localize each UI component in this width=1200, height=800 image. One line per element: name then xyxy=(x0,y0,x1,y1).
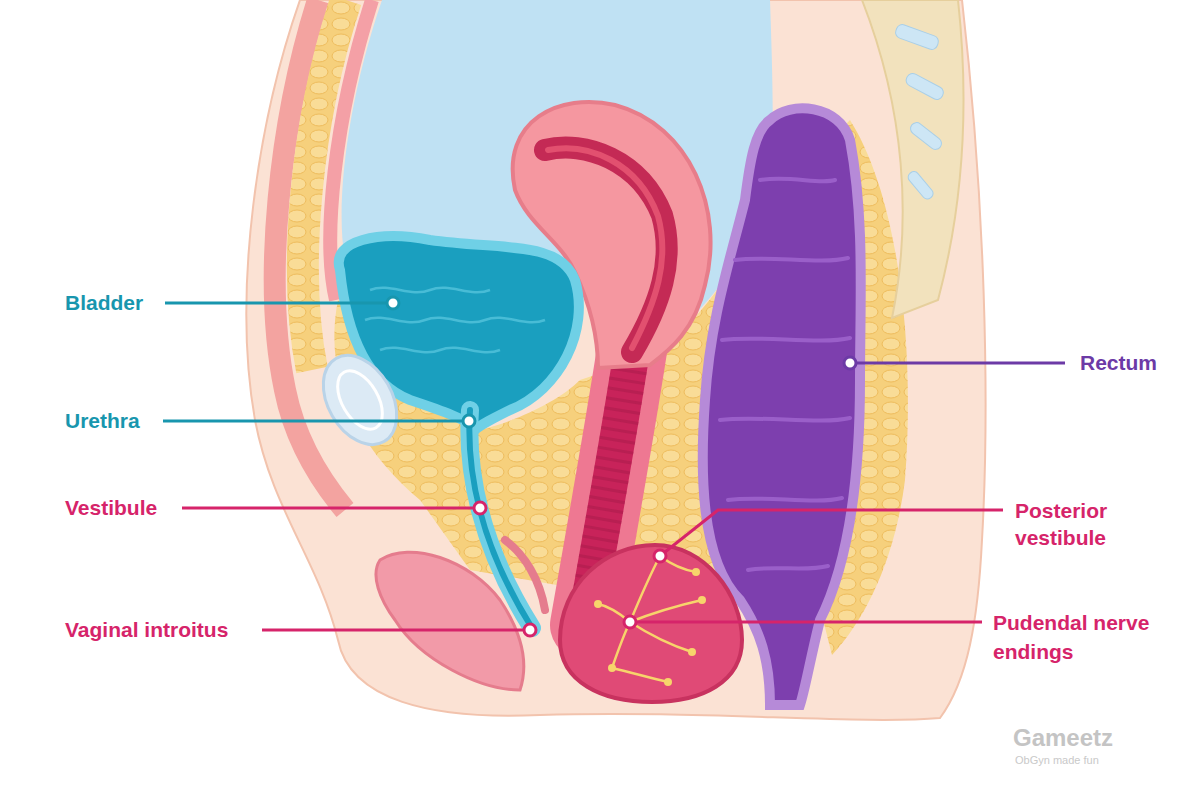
nerve-ending xyxy=(698,596,706,604)
organ-label: Bladder xyxy=(65,290,215,316)
watermark-tagline: ObGyn made fun xyxy=(1015,753,1185,767)
pubic-bone xyxy=(308,342,411,457)
vertebral-disc xyxy=(908,120,944,152)
nerve-branch xyxy=(598,556,702,682)
leader-line xyxy=(262,629,530,632)
leader-line xyxy=(660,510,1003,556)
body-silhouette xyxy=(246,0,985,720)
nerve-ending xyxy=(664,678,672,686)
nerve-ending xyxy=(692,568,700,576)
leader-dot xyxy=(463,415,475,427)
leader-line xyxy=(630,621,982,624)
vertebral-disc xyxy=(894,23,940,51)
vertebral-disc xyxy=(904,71,945,101)
sacrum-bone xyxy=(862,0,964,318)
labia-fold xyxy=(376,552,524,690)
organ-label: Urethra xyxy=(65,408,215,434)
watermark: Gameetz xyxy=(1013,724,1183,752)
organ-label: Pudendal nerve endings xyxy=(993,608,1168,666)
leader-line xyxy=(850,362,1065,365)
leader-line xyxy=(163,420,469,423)
nerve-ending xyxy=(688,648,696,656)
leader-dot xyxy=(624,616,636,628)
leader-dot xyxy=(474,502,486,514)
leader-line xyxy=(165,302,393,305)
vertebral-disc xyxy=(906,170,935,202)
rectum-fold xyxy=(780,150,800,600)
pubic-bone-detail xyxy=(328,363,391,436)
organ-label: Vaginal introitus xyxy=(65,617,255,643)
leader-dot xyxy=(654,550,666,562)
leader-line xyxy=(182,507,480,510)
organ-label: Posterior vestibule xyxy=(1015,497,1165,551)
leader-dot xyxy=(844,357,856,369)
nerve-ending xyxy=(608,664,616,672)
organ-label: Rectum xyxy=(1080,350,1190,376)
nerve-ending xyxy=(594,600,602,608)
organ-label: Vestibule xyxy=(65,495,225,521)
leader-dot xyxy=(524,624,536,636)
bladder-wave xyxy=(365,288,545,353)
labia-fold xyxy=(505,540,545,610)
leader-dot xyxy=(387,297,399,309)
